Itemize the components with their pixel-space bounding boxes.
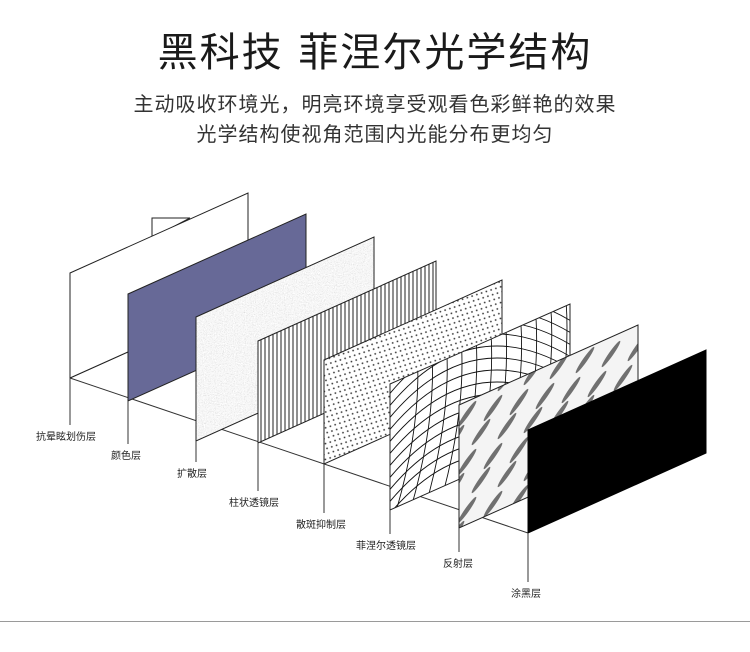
layer-black-panel — [527, 349, 707, 534]
layer-label-speckle-suppression: 散斑抑制层 — [296, 520, 346, 531]
layer-label-color: 颜色层 — [111, 451, 141, 462]
leader-lines — [69, 378, 529, 582]
layer-label-lenticular: 柱状透镜层 — [229, 498, 279, 509]
subtitle-line-2: 光学结构使视角范围内光能分布更均匀 — [196, 122, 554, 146]
subtitle-line-1: 主动吸收环境光，明亮环境享受观看色彩鲜艳的效果 — [133, 92, 617, 116]
layer-label-reflection: 反射层 — [443, 559, 473, 570]
bottom-divider — [0, 621, 750, 622]
layer-label-black: 涂黑层 — [511, 589, 541, 600]
layer-label-fresnel: 菲涅尔透镜层 — [356, 541, 416, 552]
layer-label-anti-glare: 抗晕眩划伤层 — [36, 432, 96, 443]
page-title: 黑科技 菲涅尔光学结构 — [157, 30, 593, 76]
layer-label-diffusion: 扩散层 — [177, 469, 207, 480]
